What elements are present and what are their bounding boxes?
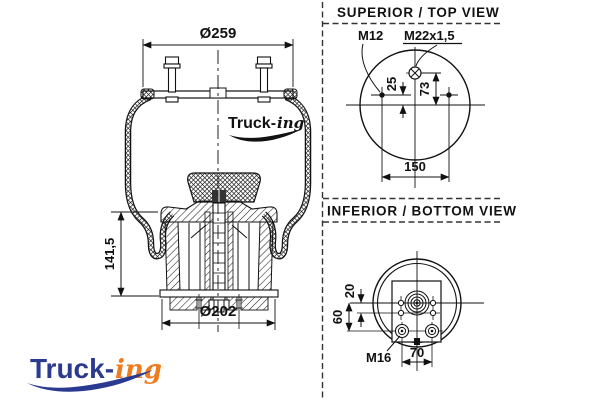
dim-top-diameter: Ø259 <box>142 25 294 87</box>
label-m12: M12 <box>358 28 383 93</box>
piston-ribs <box>188 223 250 290</box>
top-view-stud-left <box>371 87 411 182</box>
watermark-swoosh <box>229 129 302 142</box>
dim-73-label: 73 <box>417 82 432 96</box>
label-m22: M22x1,5 <box>403 28 462 67</box>
dim-150-label: 150 <box>404 159 426 174</box>
watermark-part1: Truck- <box>228 115 276 132</box>
brand-logo-swoosh <box>27 370 153 392</box>
watermark-logo: Truck-ing <box>228 114 304 142</box>
top-view-title: SUPERIOR / TOP VIEW <box>337 5 499 20</box>
m16-leader <box>386 335 401 352</box>
dim-piston-diameter: Ø202 <box>161 299 276 330</box>
top-stud-left <box>163 56 181 103</box>
top-view-stud-right <box>440 87 458 182</box>
bead-right <box>283 88 298 100</box>
m16-label: M16 <box>366 350 391 365</box>
label-m16: M16 <box>366 335 401 365</box>
m22-leader <box>415 44 438 67</box>
top-stud-right <box>255 56 273 103</box>
dim-60-label: 60 <box>330 310 345 324</box>
svg-text:Truck-ing: Truck-ing <box>30 353 162 385</box>
m16-bolt-right <box>424 322 440 367</box>
dim-port-offset: 73 <box>417 72 441 106</box>
dim-hole-offset: 20 <box>342 284 365 327</box>
dim-25-label: 25 <box>384 77 399 91</box>
brand-logo: Truck-ing <box>27 353 162 392</box>
dim-stud-offset: 25 <box>384 77 407 118</box>
bottom-view-panel: INFERIOR / BOTTOM VIEW <box>323 197 517 371</box>
dim-bolt-row-offset: 60 <box>330 302 353 332</box>
watermark-part2: ing <box>277 114 304 132</box>
skirt-wall-right <box>257 221 274 292</box>
svg-text:Truck-ing: Truck-ing <box>228 114 304 132</box>
dim-20-label: 20 <box>342 284 357 298</box>
main-view: Ø259 <box>102 25 308 332</box>
brand-logo-part1: Truck- <box>30 353 114 384</box>
skirt-wall-left <box>164 221 181 292</box>
bolt-threads <box>213 212 225 284</box>
dim-bolt-spacing: 70 <box>401 345 433 366</box>
bumper <box>187 172 261 203</box>
dim-70-label: 70 <box>410 345 424 360</box>
top-view-panel: SUPERIOR / TOP VIEW 25 <box>323 5 502 188</box>
bottom-view-title: INFERIOR / BOTTOM VIEW <box>327 204 517 219</box>
dim-202-label: Ø202 <box>200 303 237 320</box>
bottom-port <box>404 290 430 316</box>
top-plate <box>140 87 298 100</box>
piston-assembly <box>159 172 279 329</box>
dim-141-label: 141,5 <box>102 238 117 271</box>
dim-259-label: Ø259 <box>200 25 237 42</box>
m12-label: M12 <box>358 28 383 43</box>
dim-height: 141,5 <box>102 211 159 297</box>
bottom-plate <box>159 289 279 298</box>
dim-stud-spacing: 150 <box>381 159 450 181</box>
m22-label: M22x1,5 <box>404 28 455 43</box>
m16-bolt-left <box>394 322 410 367</box>
small-holes <box>397 296 437 320</box>
plate-notch <box>414 338 420 345</box>
bead-left <box>140 88 155 100</box>
m12-leader <box>361 43 381 93</box>
